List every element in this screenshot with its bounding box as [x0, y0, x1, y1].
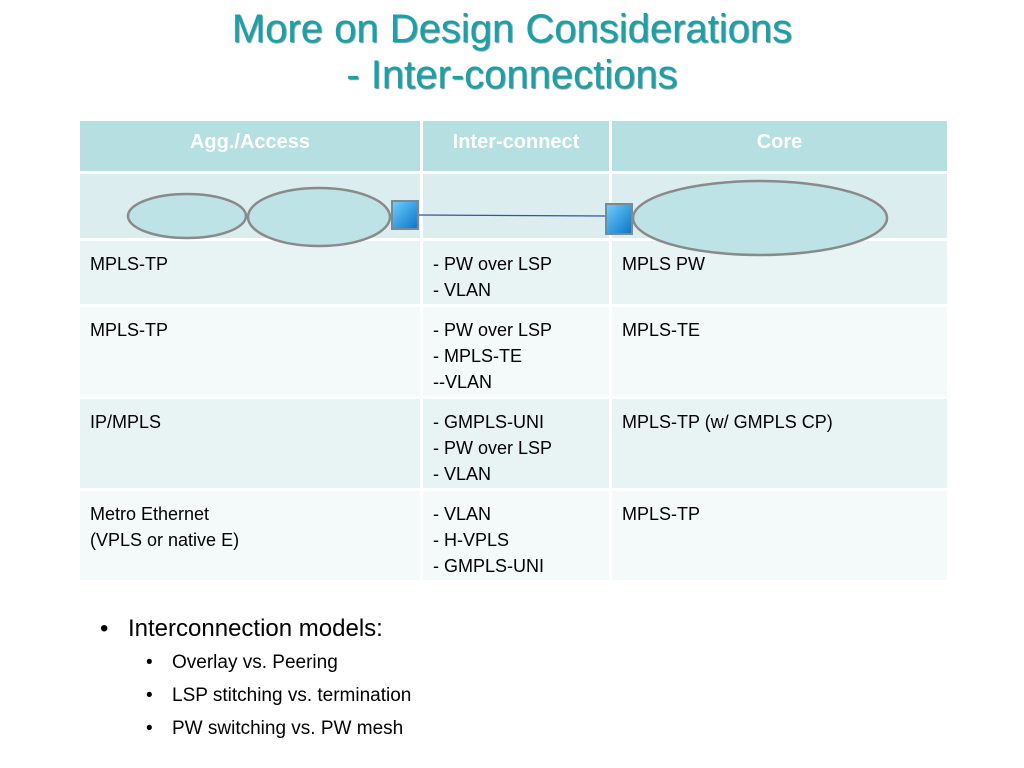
cell-line: Metro Ethernet: [90, 504, 210, 524]
cell-line: - GMPLS-UNI: [433, 556, 545, 576]
bullet-sub-item: LSP stitching vs. termination: [100, 679, 900, 712]
cell-line: - H-VPLS: [433, 530, 510, 550]
bullet-list: Interconnection models: Overlay vs. Peer…: [100, 612, 900, 745]
table-row: IP/MPLS - GMPLS-UNI - PW over LSP - VLAN M…: [77, 396, 950, 491]
cell-inter: - PW over LSP - VLAN: [420, 238, 612, 307]
table-row: Metro Ethernet(VPLS or native E) - VLAN-…: [77, 488, 950, 583]
cell-line: --VLAN: [433, 372, 493, 392]
cell-line: MPLS PW: [622, 254, 706, 274]
bullet-main: Interconnection models:: [100, 612, 900, 646]
cell-line: - GMPLS-UNI: [433, 412, 545, 432]
diagram-cell-agg: [77, 171, 423, 241]
cell-line: MPLS-TE: [622, 320, 701, 340]
cell-core: MPLS PW: [609, 238, 950, 307]
cell-inter: - PW over LSP - MPLS-TE --VLAN: [420, 304, 612, 399]
cell-line: - VLAN: [433, 280, 492, 300]
cell-line: - PW over LSP: [433, 438, 553, 458]
cell-inter: - VLAN - H-VPLS - GMPLS-UNI: [420, 488, 612, 583]
cell-core: MPLS-TP (w/ GMPLS CP): [609, 396, 950, 491]
cell-agg: MPLS-TP: [77, 238, 423, 307]
cell-inter: - GMPLS-UNI - PW over LSP - VLAN: [420, 396, 612, 491]
table-row: MPLS-TP - PW over LSP - MPLS-TE --VLAN MPL…: [77, 304, 950, 399]
cell-line: - PW over LSP: [433, 320, 553, 340]
cell-line: - MPLS-TE: [433, 346, 523, 366]
cell-core: MPLS-TP: [609, 488, 950, 583]
header-agg-access: Agg./Access: [77, 118, 423, 174]
table-header-row: Agg./Access Inter-connect Core: [77, 118, 950, 174]
interconnect-table: Agg./Access Inter-connect Core MPLS-TP -…: [77, 118, 950, 583]
diagram-cell-core: [609, 171, 950, 241]
title-line-1: More on Design Considerations: [231, 7, 793, 51]
bullet-sub-item: Overlay vs. Peering: [100, 646, 900, 679]
cell-line: IP/MPLS: [90, 412, 162, 432]
cell-agg: Metro Ethernet (VPLS or native E): [77, 488, 423, 583]
diagram-row: [77, 171, 950, 241]
slide-title: More on Design Considerations - Inter-co…: [0, 6, 1024, 98]
header-core: Core: [609, 118, 950, 174]
bullet-sub-item: PW switching vs. PW mesh: [100, 712, 900, 745]
title-line-2: - Inter-connections: [346, 53, 678, 97]
cell-line: MPLS-TP: [90, 320, 169, 340]
cell-line: MPLS-TP: [622, 504, 701, 524]
cell-line: - PW over LSP: [433, 254, 553, 274]
cell-line: (VPLS or native E): [90, 530, 240, 550]
diagram-cell-inter: [420, 171, 612, 241]
cell-line: - VLAN: [433, 464, 492, 484]
cell-core: MPLS-TE: [609, 304, 950, 399]
cell-line: - VLAN: [433, 504, 492, 524]
cell-line: MPLS-TP: [90, 254, 169, 274]
cell-agg: IP/MPLS: [77, 396, 423, 491]
header-inter-connect: Inter-connect: [420, 118, 612, 174]
table-row: MPLS-TP - PW over LSP - VLAN MPLS PW: [77, 238, 950, 307]
cell-line: MPLS-TP (w/ GMPLS CP): [622, 412, 833, 432]
cell-agg: MPLS-TP: [77, 304, 423, 399]
